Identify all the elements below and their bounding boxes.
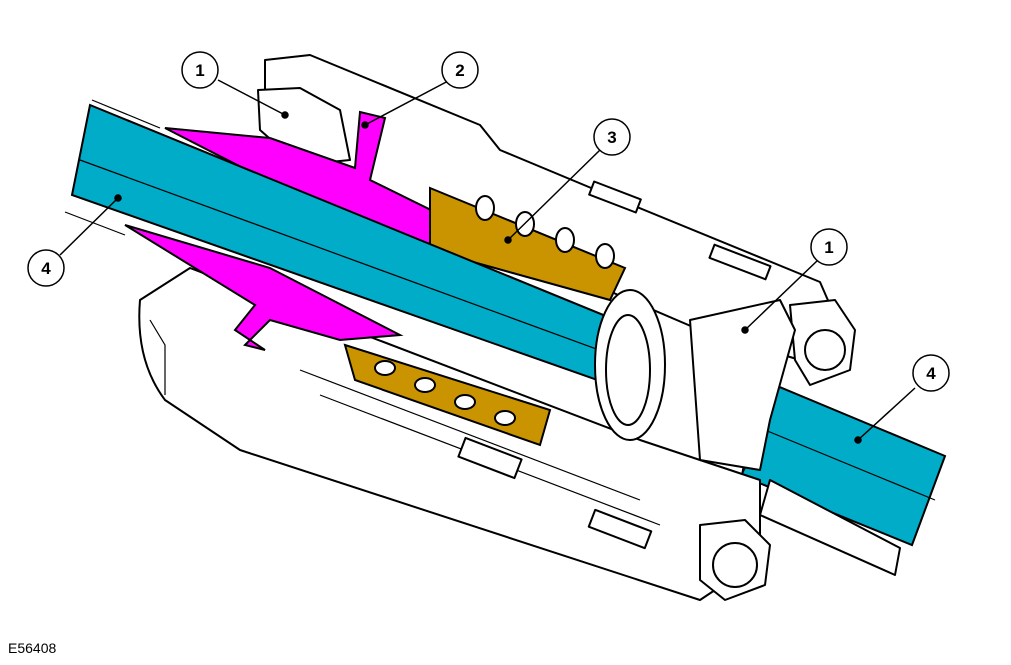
figure-id: E56408	[8, 640, 57, 656]
svg-text:1: 1	[195, 61, 204, 80]
callout-4-left: 4	[27, 249, 65, 287]
callout-4-right: 4	[912, 354, 950, 392]
outer-housing	[138, 54, 856, 601]
callout-2: 2	[441, 51, 479, 89]
svg-text:4: 4	[41, 259, 51, 278]
right-shaft	[739, 376, 947, 576]
callout-3: 3	[593, 118, 631, 156]
svg-text:3: 3	[607, 128, 616, 147]
callout-1-left: 1	[181, 51, 219, 89]
svg-text:2: 2	[455, 61, 464, 80]
svg-text:4: 4	[926, 364, 936, 383]
spline-sleeve	[343, 186, 627, 447]
leader-lines	[59, 79, 916, 444]
main-shaft	[64, 99, 666, 441]
svg-text:1: 1	[824, 238, 833, 257]
callout-1-right: 1	[810, 228, 848, 266]
